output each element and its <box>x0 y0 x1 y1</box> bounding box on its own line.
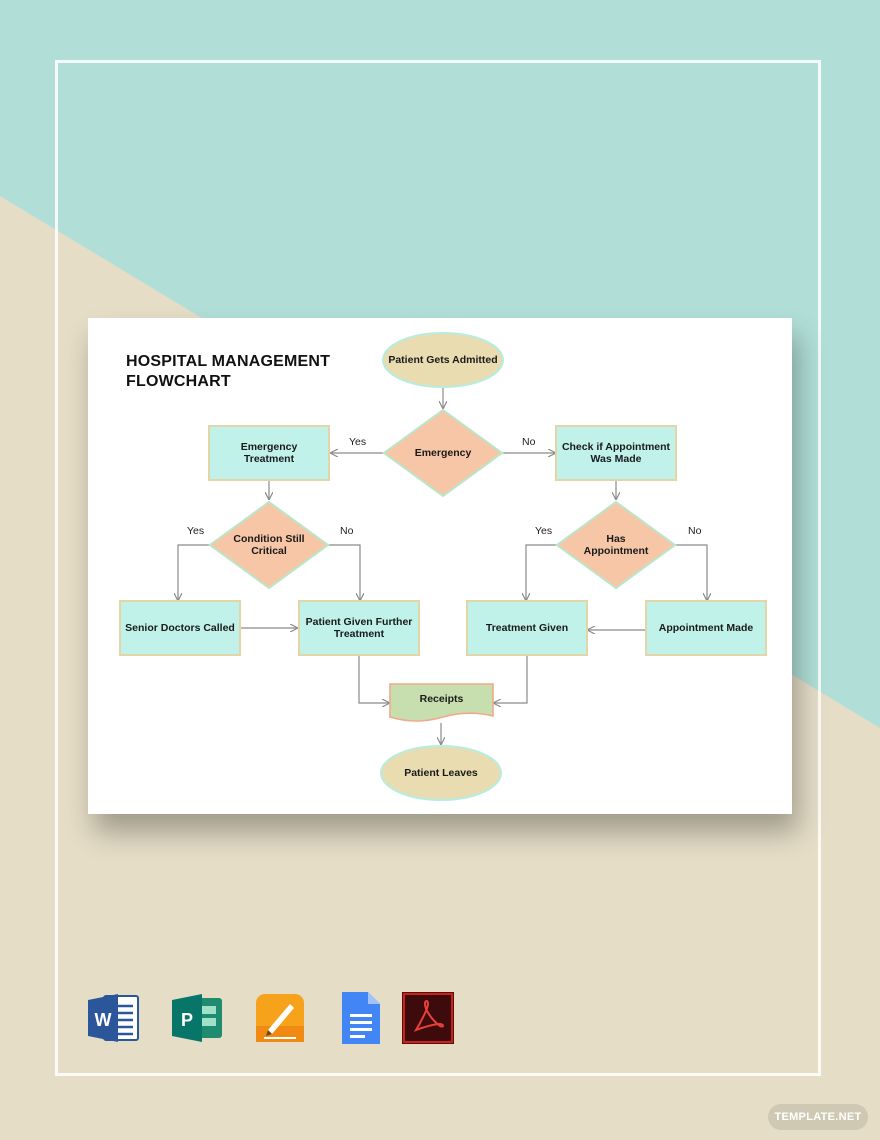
watermark-badge: TEMPLATE.NET <box>768 1104 868 1130</box>
receipts-label: Receipts <box>419 693 464 705</box>
flowchart-card: HOSPITAL MANAGEMENT FLOWCHART Patient Ge… <box>88 318 792 814</box>
arrow-treatment-to-receipts <box>494 655 528 703</box>
emergency-treatment-label: Emergency Treatment <box>240 441 298 465</box>
word-icon[interactable]: W <box>86 990 142 1046</box>
emergency-label: Emergency <box>414 447 472 459</box>
senior-doctors-shape <box>119 600 241 656</box>
appointment-decision-shape <box>555 500 677 590</box>
decorative-frame <box>55 60 821 1076</box>
emergency-decision-shape <box>382 408 504 498</box>
appointment-made-label: Appointment Made <box>658 622 754 634</box>
edge-label-emergency-yes: Yes <box>349 436 367 448</box>
svg-text:P: P <box>181 1010 193 1030</box>
critical-label: Condition Still Critical <box>233 533 305 557</box>
receipts-document-shape <box>389 683 494 722</box>
edge-label-appointment-yes: Yes <box>535 525 553 537</box>
arrow-further-to-receipts <box>358 655 389 703</box>
treatment-given-label: Treatment Given <box>485 622 569 634</box>
end-label: Patient Leaves <box>404 767 478 779</box>
appointment-made-shape <box>645 600 767 656</box>
flowchart-diagram <box>119 332 767 801</box>
diagram-title: HOSPITAL MANAGEMENT FLOWCHART <box>126 352 386 392</box>
pages-icon[interactable] <box>252 990 308 1046</box>
format-icons-row: W P <box>86 990 466 1046</box>
svg-text:W: W <box>95 1010 112 1030</box>
arrow-critical-no <box>328 544 360 600</box>
critical-decision-shape <box>208 500 330 590</box>
further-treatment-shape <box>298 600 420 656</box>
start-label: Patient Gets Admitted <box>388 354 498 366</box>
title-line-1: HOSPITAL MANAGEMENT <box>126 353 331 370</box>
arrow-appointment-yes <box>526 544 557 600</box>
start-terminal-shape <box>382 332 504 388</box>
pdf-icon[interactable] <box>400 990 456 1046</box>
has-appointment-label: Has Appointment <box>583 533 649 557</box>
treatment-given-shape <box>466 600 588 656</box>
check-appointment-shape <box>555 425 677 481</box>
check-appointment-label: Check if Appointment Was Made <box>561 441 671 465</box>
senior-doctors-label: Senior Doctors Called <box>125 622 235 634</box>
edge-label-emergency-no: No <box>522 436 536 448</box>
emergency-treatment-shape <box>208 425 330 481</box>
end-terminal-shape <box>380 745 502 801</box>
publisher-icon[interactable]: P <box>170 990 226 1046</box>
title-line-2: FLOWCHART <box>126 373 231 390</box>
further-treatment-label: Patient Given Further Treatment <box>305 616 413 640</box>
edge-label-appointment-no: No <box>688 525 702 537</box>
arrow-critical-yes <box>178 544 210 600</box>
edge-label-critical-no: No <box>340 525 354 537</box>
arrow-appointment-no <box>675 544 707 600</box>
google-docs-icon[interactable] <box>332 990 388 1046</box>
edge-label-critical-yes: Yes <box>187 525 205 537</box>
